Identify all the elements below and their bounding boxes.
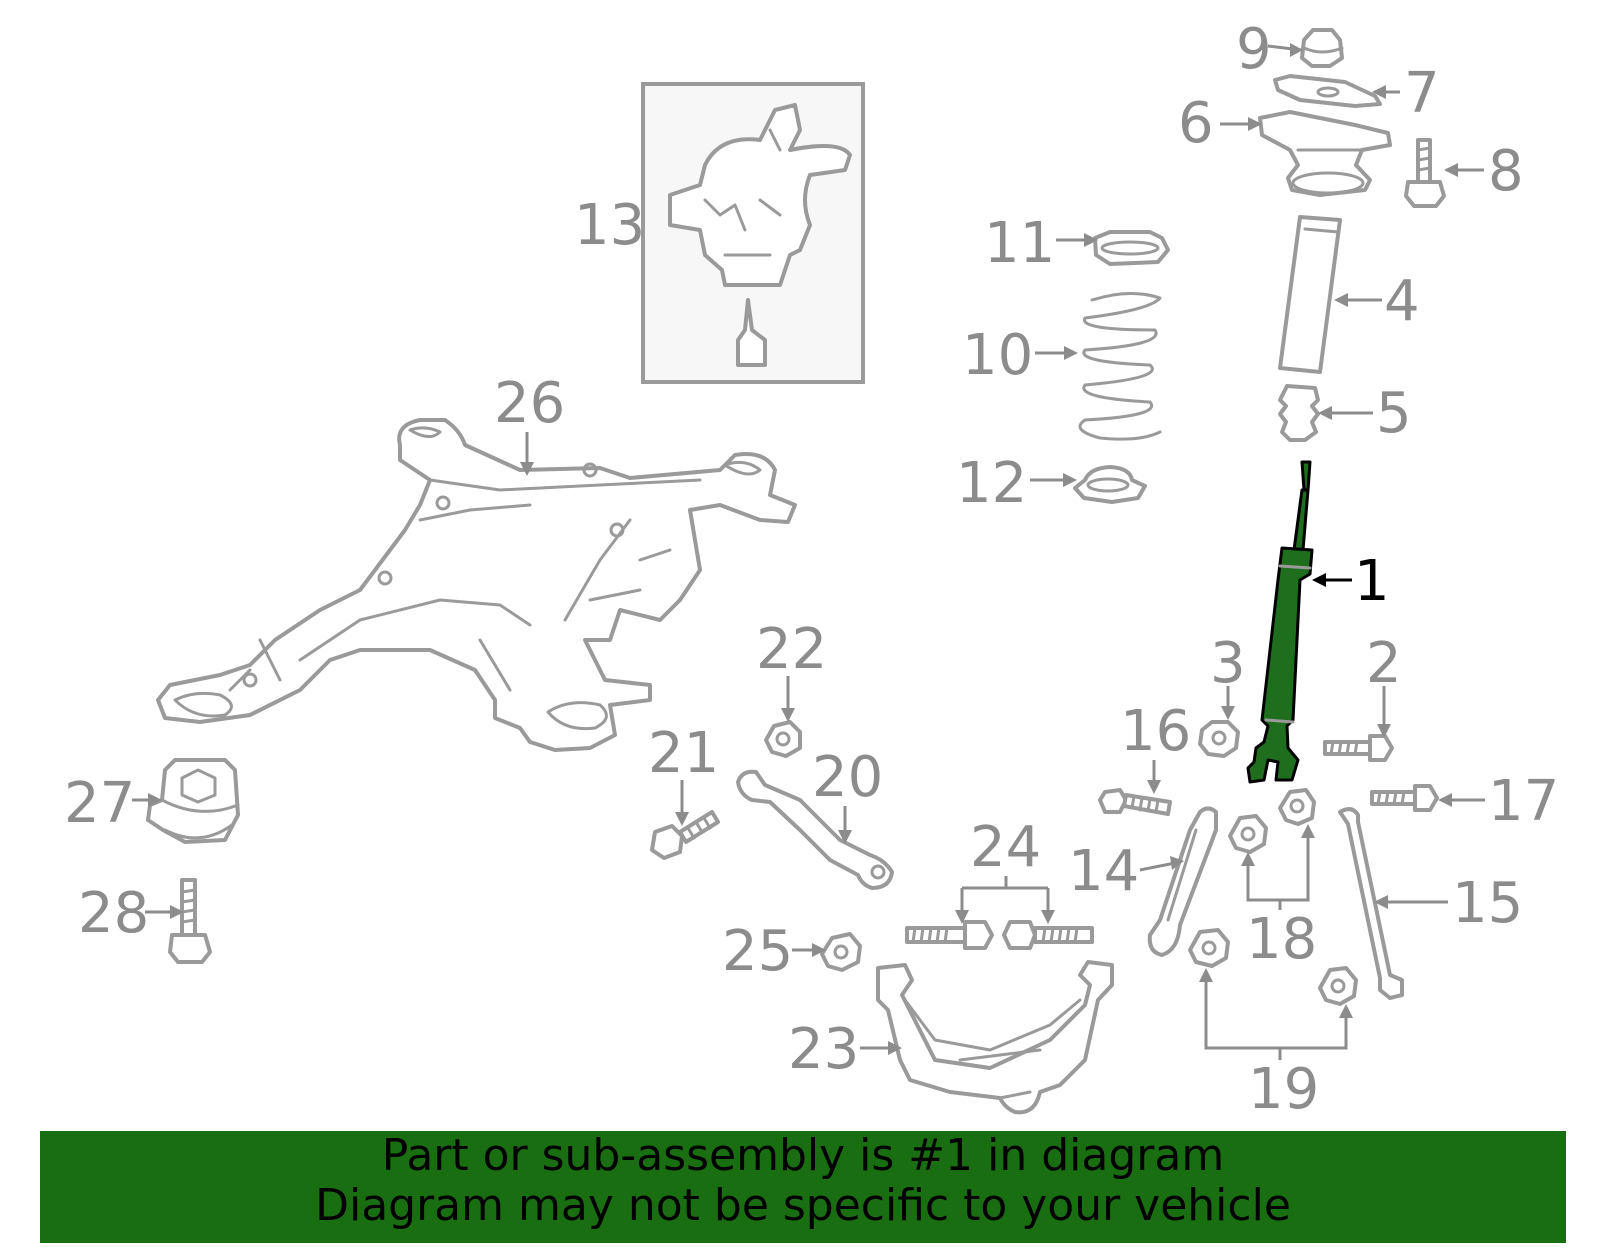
callout-7[interactable]: 7 [1404, 61, 1440, 126]
part-9-nut[interactable] [1300, 28, 1344, 68]
callout-14[interactable]: 14 [1068, 839, 1139, 904]
callout-26[interactable]: 26 [494, 371, 565, 436]
part-6-upper-mount[interactable] [1258, 110, 1392, 197]
callout-28[interactable]: 28 [78, 881, 149, 946]
callout-13[interactable]: 13 [574, 193, 645, 258]
callout-19[interactable]: 19 [1248, 1057, 1319, 1122]
banner-line-1: Part or sub-assembly is #1 in diagram [381, 1130, 1225, 1181]
part-22-nut[interactable] [764, 720, 802, 758]
part-18-nuts[interactable] [1228, 788, 1316, 854]
part-23-lower-arm[interactable] [876, 960, 1114, 1115]
part-26-crossmember[interactable] [156, 418, 797, 752]
part-7-plate[interactable] [1273, 74, 1382, 108]
callout-18[interactable]: 18 [1246, 907, 1317, 972]
callout-20[interactable]: 20 [812, 745, 883, 810]
part-2-bolt[interactable] [1323, 734, 1394, 762]
callout-10[interactable]: 10 [962, 323, 1033, 388]
callout-25[interactable]: 25 [722, 919, 793, 984]
info-banner: Part or sub-assembly is #1 in diagram Di… [40, 1131, 1566, 1243]
callout-labels: 1 2 3 4 5 6 7 8 9 10 11 12 13 14 15 16 1… [64, 17, 1559, 1122]
callout-23[interactable]: 23 [788, 1017, 859, 1082]
callout-16[interactable]: 16 [1120, 699, 1191, 764]
callout-27[interactable]: 27 [64, 771, 135, 836]
banner-line-2: Diagram may not be specific to your vehi… [315, 1180, 1291, 1231]
part-25-nut[interactable] [820, 932, 862, 972]
part-15-link[interactable] [1338, 807, 1404, 1000]
part-17-bolt[interactable] [1370, 784, 1439, 812]
part-11-spring-seat[interactable] [1093, 230, 1170, 266]
part-12-isolator[interactable] [1073, 465, 1147, 504]
part-5-bump-stop[interactable] [1278, 384, 1320, 442]
callout-4[interactable]: 4 [1384, 269, 1420, 334]
part-13-knuckle[interactable] [641, 82, 865, 384]
callout-1[interactable]: 1 [1354, 549, 1390, 614]
part-19-nuts[interactable] [1188, 928, 1358, 1006]
callout-12[interactable]: 12 [956, 451, 1027, 516]
part-24-bolts[interactable] [905, 920, 1094, 950]
part-21-bolt[interactable] [650, 810, 720, 860]
part-14-control-arm[interactable] [1147, 806, 1218, 957]
callout-21[interactable]: 21 [648, 721, 719, 786]
callout-5[interactable]: 5 [1376, 381, 1412, 446]
leader-lines [132, 43, 1485, 1060]
part-16-bolt[interactable] [1098, 788, 1172, 816]
part-28-bolt[interactable] [168, 878, 212, 964]
part-10-coil-spring[interactable] [1078, 291, 1162, 441]
part-3-nut[interactable] [1198, 720, 1240, 758]
callout-24[interactable]: 24 [970, 815, 1041, 880]
callout-8[interactable]: 8 [1488, 139, 1524, 204]
callout-11[interactable]: 11 [984, 211, 1055, 276]
callout-15[interactable]: 15 [1452, 871, 1523, 936]
part-8-bolt[interactable] [1404, 138, 1446, 208]
callout-9[interactable]: 9 [1236, 17, 1272, 82]
callout-17[interactable]: 17 [1488, 769, 1559, 834]
leader-line-1 [1312, 573, 1352, 587]
part-1-shock-absorber[interactable] [1246, 460, 1314, 784]
callout-3[interactable]: 3 [1210, 631, 1246, 696]
callout-22[interactable]: 22 [756, 617, 827, 682]
part-27-bushing[interactable] [146, 758, 240, 844]
callout-6[interactable]: 6 [1178, 91, 1214, 156]
callout-2[interactable]: 2 [1366, 631, 1402, 696]
part-20-link[interactable] [736, 769, 894, 890]
part-4-dust-boot[interactable] [1278, 215, 1342, 374]
